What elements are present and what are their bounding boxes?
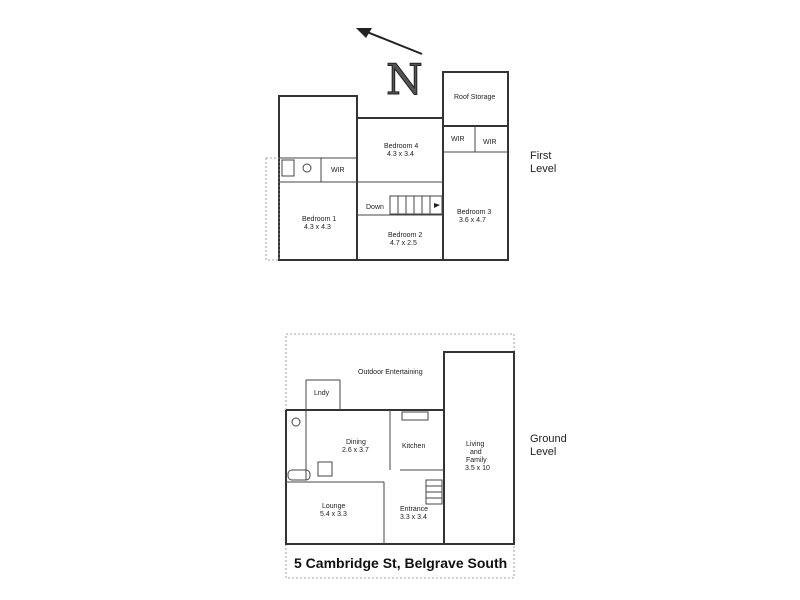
bedroom2-size: 4.7 x 2.5 (390, 240, 417, 247)
entrance-label: Entrance (400, 506, 428, 513)
bath-icon (287, 469, 311, 481)
living-label-line2: and (470, 449, 482, 456)
north-compass: N (356, 28, 423, 105)
ground-level-plan: Outdoor Entertaining Lndy Dining 2.6 x 3… (285, 333, 567, 579)
down-label: Down (366, 204, 384, 211)
north-arrowhead-icon (356, 28, 372, 38)
living-size: 3.5 x 10 (465, 465, 490, 472)
roof-storage-label: Roof Storage (454, 94, 495, 101)
bedroom2-label: Bedroom 2 (388, 232, 422, 239)
upper-core-walls (279, 117, 444, 261)
property-address: 5 Cambridge St, Belgrave South (294, 555, 507, 571)
wir-label-a: WIR (451, 136, 465, 143)
shower-icon-ground (317, 461, 333, 477)
living-family-walls (443, 351, 515, 545)
ground-level-label-line1: Ground (530, 433, 567, 445)
balcony-dashed (265, 157, 280, 261)
kitchen-counter (401, 411, 429, 421)
ground-level-label-line2: Level (530, 446, 556, 458)
first-level-plan: Roof Storage WIR WIR Bedroom 4 4.3 x 3.4… (265, 71, 556, 261)
bedroom4-label: Bedroom 4 (384, 143, 418, 150)
toilet-icon-ground (291, 417, 301, 427)
wir-label-b: WIR (483, 139, 497, 146)
entrance-stair (425, 479, 443, 505)
dining-label: Dining (346, 439, 366, 446)
bedroom4-size: 4.3 x 3.4 (387, 151, 414, 158)
entrance-size: 3.3 x 3.4 (400, 514, 427, 521)
kitchen-label: Kitchen (402, 443, 425, 450)
living-label-line1: Living (466, 441, 484, 448)
bedroom1-block (278, 95, 358, 261)
shower-icon (281, 159, 295, 177)
bedroom1-label: Bedroom 1 (302, 216, 336, 223)
wir-label-c: WIR (331, 167, 345, 174)
first-level-label-line1: First (530, 150, 551, 162)
bedroom3-size: 3.6 x 4.7 (459, 217, 486, 224)
toilet-icon (302, 163, 312, 173)
ground-main-walls (285, 409, 444, 545)
bedroom1-size: 4.3 x 4.3 (304, 224, 331, 231)
outdoor-entertaining-label: Outdoor Entertaining (358, 369, 423, 376)
lndy-label: Lndy (314, 390, 330, 397)
lounge-size: 5.4 x 3.3 (320, 511, 347, 518)
living-label-line3: Family (466, 457, 487, 464)
dining-size: 2.6 x 3.7 (342, 447, 369, 454)
first-level-stair (389, 195, 443, 215)
first-level-label-line2: Level (530, 163, 556, 175)
north-arrow-icon (361, 29, 423, 55)
north-letter: N (386, 55, 423, 104)
lounge-label: Lounge (322, 503, 345, 510)
bedroom3-label: Bedroom 3 (457, 209, 491, 216)
